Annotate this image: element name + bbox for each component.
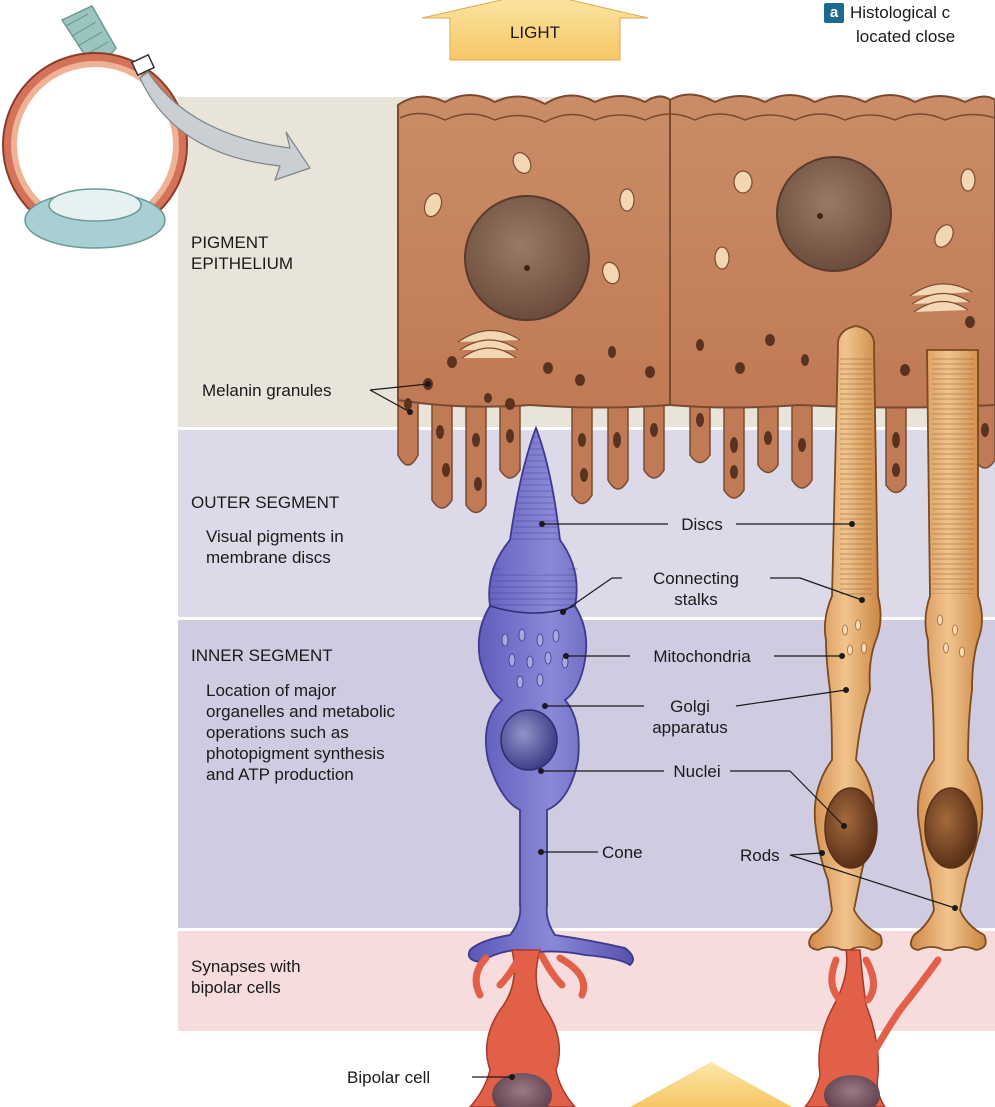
- mitochondria-label: Mitochondria: [630, 646, 774, 667]
- inner-segment-description: Location of major organelles and metabol…: [206, 680, 395, 785]
- discs-label: Discs: [668, 514, 736, 535]
- light-arrow-bottom: [630, 1062, 792, 1107]
- melanin-granules-label: Melanin granules: [202, 380, 331, 401]
- golgi-apparatus-label: Golgi apparatus: [644, 696, 736, 738]
- nuclei-label: Nuclei: [664, 761, 730, 782]
- panel-caption-line2: located close: [856, 26, 995, 47]
- rods-label: Rods: [740, 845, 780, 866]
- light-top-label: LIGHT: [450, 22, 620, 43]
- panel-caption: a Histological c: [824, 2, 995, 23]
- outer-segment-heading: OUTER SEGMENT: [191, 492, 339, 513]
- panel-caption-line1: Histological c: [850, 3, 950, 22]
- synapses-heading: Synapses with bipolar cells: [191, 956, 301, 998]
- connecting-stalks-label: Connecting stalks: [622, 568, 770, 610]
- cone-label: Cone: [602, 842, 643, 863]
- bipolar-cell-label: Bipolar cell: [347, 1067, 430, 1088]
- panel-badge: a: [824, 3, 844, 23]
- outer-segment-description: Visual pigments in membrane discs: [206, 526, 344, 568]
- pigment-epithelium-heading: PIGMENT EPITHELIUM: [191, 232, 293, 274]
- inner-segment-heading: INNER SEGMENT: [191, 645, 333, 666]
- pigment-epithelium-cells: [398, 94, 995, 407]
